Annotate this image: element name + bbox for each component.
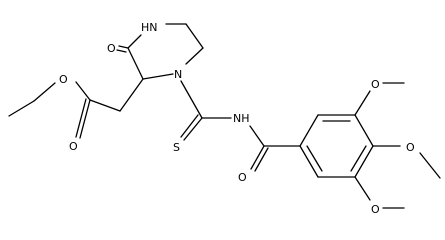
atom-thio-s: S [173, 141, 180, 154]
bond-ar-o-bottom [354, 176, 371, 201]
bond-ester-c-ch2 [89, 99, 121, 112]
bond-ar-c3-c4 [354, 114, 374, 147]
bond-ethyl-ch2-o [33, 82, 56, 102]
bond-layer [8, 23, 441, 209]
bond-n1-thio-c [180, 80, 203, 119]
atom-methoxy-o-top: O [371, 78, 380, 91]
bond-ester-c-double-o-a [79, 99, 91, 139]
bond-n1-c2 [142, 73, 174, 80]
molecule-canvas: HN O N O O S NH O O O O [8, 21, 441, 216]
bond-amide-c-double-o-b [254, 147, 269, 172]
atom-ester-o-double: O [69, 140, 78, 153]
bond-ar-inner-right [350, 145, 367, 172]
atom-amide-nh: NH [233, 112, 250, 125]
atom-ring-n: N [174, 68, 182, 81]
atom-ring-nh: HN [141, 21, 158, 34]
bond-c-double-s-a [183, 117, 203, 141]
bond-c3-double-o-a [118, 45, 129, 49]
bond-o-ester-carbon [75, 81, 91, 101]
bond-ar-c6-c1 [299, 145, 319, 178]
bond-c3-n4 [127, 34, 142, 49]
atom-amide-o: O [238, 171, 247, 184]
bond-ethyl-ch3-ch2 [8, 100, 35, 117]
bond-c5-c6 [185, 23, 204, 49]
bond-o-right-ch3 [419, 152, 441, 179]
bond-amide-c-double-o-a [250, 145, 265, 170]
atom-ketone-o: O [107, 42, 116, 55]
bond-c6-n1 [185, 47, 204, 65]
atom-ester-o-single: O [59, 73, 68, 86]
atom-label-layer: HN O N O O S NH O O O O [59, 21, 415, 216]
bond-ch2-ring-c2 [119, 78, 144, 112]
bond-ar-c4-c5 [354, 145, 374, 178]
bond-ar-inner-left [306, 145, 323, 172]
atom-methoxy-o-bottom: O [371, 203, 380, 216]
bond-c3-double-o-b [116, 49, 127, 53]
bond-c2-c3 [127, 47, 144, 80]
bond-c-double-s-b [180, 114, 199, 138]
bond-nh-amide-c [249, 125, 265, 147]
bond-ar-o-top [354, 90, 371, 116]
bond-ester-c-double-o-b [75, 98, 87, 138]
atom-methoxy-o-right: O [406, 141, 415, 154]
bond-ar-c1-c2 [299, 114, 319, 147]
structure-diagram: HN O N O O S NH O O O O [8, 21, 441, 216]
